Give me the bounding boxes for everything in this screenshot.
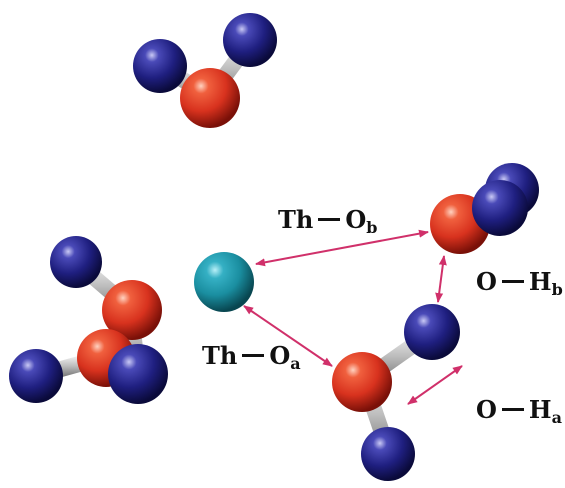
label-th-oa-elem: O	[269, 341, 291, 370]
oxygen-atom	[332, 352, 392, 412]
arrow-o-ha	[407, 365, 463, 405]
hydrogen-atom	[9, 349, 63, 403]
hydrogen-atom	[223, 13, 277, 67]
water-molecule-oa	[332, 304, 460, 481]
label-th-oa-main: Th	[202, 341, 238, 370]
hydrogen-atom	[133, 39, 187, 93]
label-o-ha-elem: H	[528, 395, 552, 424]
label-th-ob-sub: b	[366, 218, 378, 237]
label-o-hb-elem: H	[528, 267, 552, 296]
bond-dash	[501, 408, 524, 411]
thorium-atom	[194, 252, 254, 312]
label-th-ob-main: Th	[278, 205, 314, 234]
water-cluster-left	[9, 236, 168, 404]
oxygen-atom	[102, 280, 162, 340]
oxygen-atom	[180, 68, 240, 128]
label-th-oa: Th Oa	[202, 344, 301, 372]
label-o-ha-sub: a	[551, 408, 562, 427]
label-o-hb: O Hb	[476, 270, 563, 298]
hydrogen-atom	[50, 236, 102, 288]
arrow-th-oa	[243, 305, 333, 367]
hydrogen-atom	[361, 427, 415, 481]
label-o-hb-main: O	[476, 267, 497, 296]
label-th-ob-elem: O	[345, 205, 367, 234]
label-o-ha: O Ha	[476, 398, 562, 426]
bond-dash	[242, 354, 265, 357]
label-o-hb-sub: b	[551, 280, 563, 299]
label-o-ha-main: O	[476, 395, 497, 424]
distance-arrows	[243, 229, 463, 405]
label-th-oa-sub: a	[290, 354, 301, 373]
bond-dash	[318, 218, 341, 221]
water-molecule-top	[133, 13, 277, 128]
hydrogen-atom	[404, 304, 460, 360]
arrow-th-ob	[255, 229, 429, 267]
bond-dash	[501, 280, 524, 283]
water-molecule-ob	[430, 163, 539, 254]
hydrogen-atom	[472, 180, 528, 236]
label-th-ob: Th Ob	[278, 208, 377, 236]
hydrogen-atom	[108, 344, 168, 404]
arrow-o-hb	[435, 255, 447, 303]
